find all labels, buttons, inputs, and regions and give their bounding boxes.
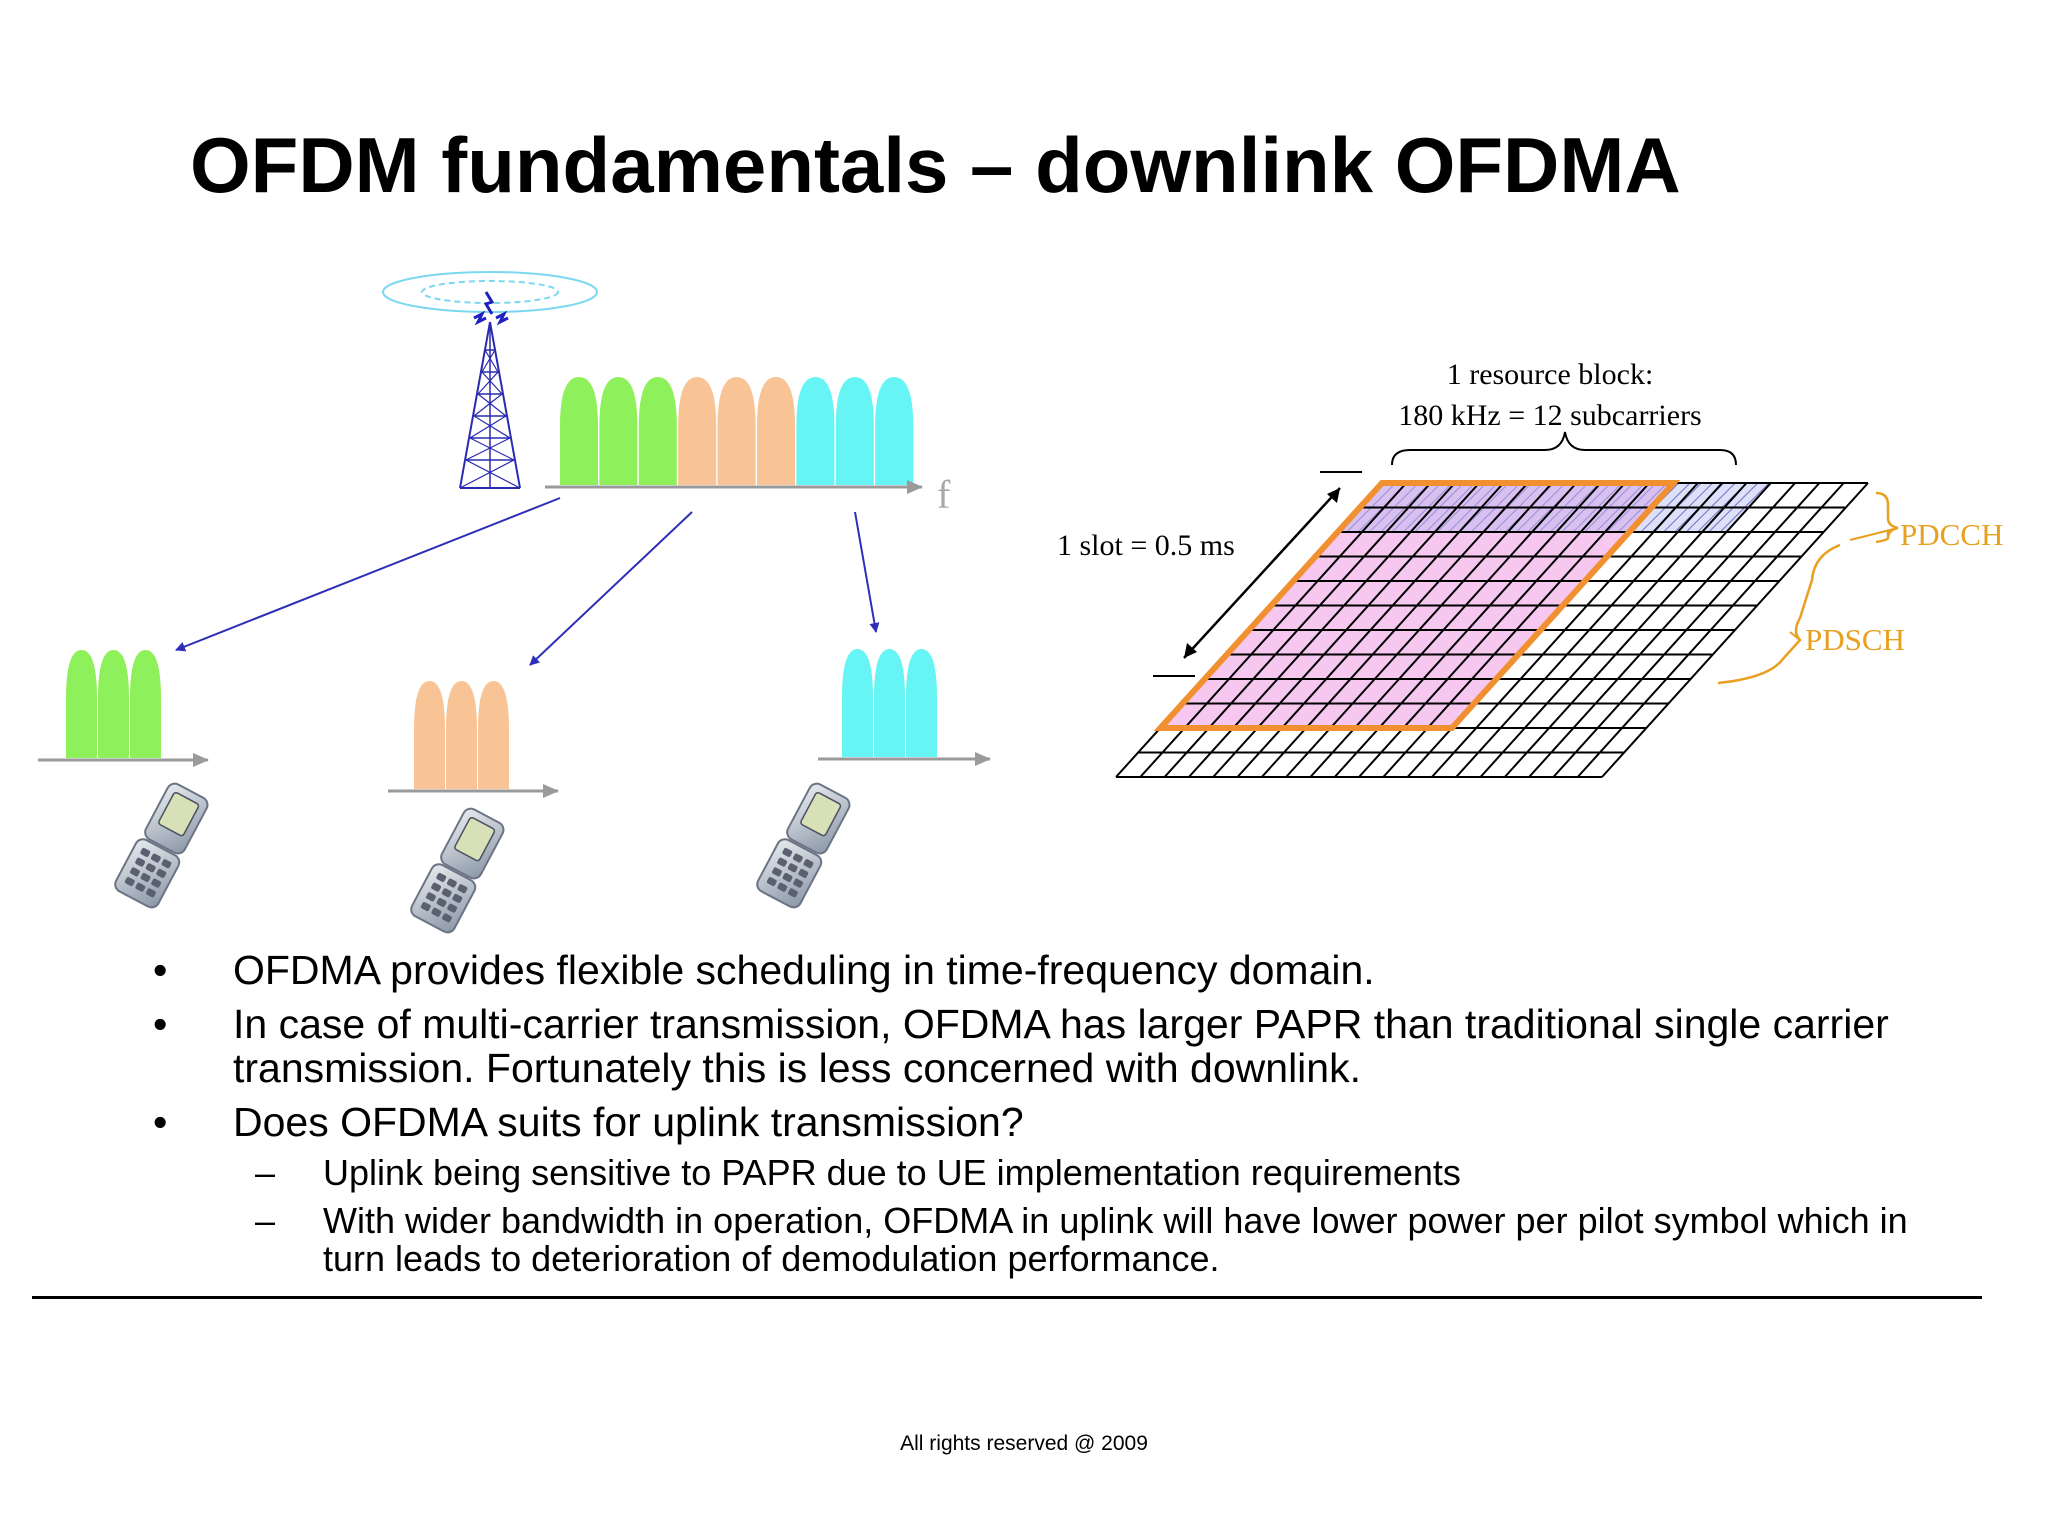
resource-block-brace — [1391, 431, 1737, 466]
slide-title: OFDM fundamentals – downlink OFDMA — [190, 121, 1681, 209]
bullet-text: Does OFDMA suits for uplink transmission… — [233, 1099, 1024, 1145]
ofdma-diagram: f 1 resource block: 180 kHz = 12 subcarr… — [38, 271, 2003, 934]
arrow-to-user-2 — [529, 511, 693, 666]
slot-arrow — [1183, 487, 1341, 659]
resource-block-label-line1: 1 resource block: — [1447, 358, 1654, 391]
user-subcarrier — [478, 681, 509, 789]
subcarrier — [835, 377, 874, 485]
bullet-list: • OFDMA provides flexible scheduling in t… — [145, 948, 1933, 1288]
user-subcarrier — [906, 649, 937, 757]
pdcch-label: PDCCH — [1900, 517, 2003, 552]
bullet-item: • In case of multi-carrier transmission, … — [145, 1002, 1933, 1090]
bullet-item: • OFDMA provides flexible scheduling in t… — [145, 948, 1933, 992]
subcarrier — [638, 377, 677, 485]
bullet-marker: • — [153, 1001, 168, 1047]
bullet-item: • Does OFDMA suits for uplink transmissio… — [145, 1100, 1933, 1144]
bullet-text: OFDMA provides flexible scheduling in ti… — [233, 947, 1375, 993]
resource-block-outline — [1153, 480, 1681, 731]
subcarrier — [875, 377, 914, 485]
pdsch-label: PDSCH — [1805, 622, 1905, 657]
subcarrier — [717, 377, 756, 485]
sub-bullet-text: Uplink being sensitive to PAPR due to UE… — [323, 1152, 1461, 1193]
arrow-to-user-3 — [854, 511, 880, 633]
resource-block-label-line2: 180 kHz = 12 subcarriers — [1398, 399, 1702, 432]
user-subcarrier — [446, 681, 477, 789]
pdcch-brace — [1875, 491, 1899, 544]
bullet-marker: • — [153, 947, 168, 993]
bullet-text: In case of multi-carrier transmission, O… — [233, 1001, 1889, 1091]
sub-bullet-text: With wider bandwidth in operation, OFDMA… — [323, 1200, 1908, 1279]
user-subcarrier — [130, 650, 161, 758]
user-subcarrier — [874, 649, 905, 757]
frequency-axis-label: f — [937, 472, 951, 517]
sub-bullet-marker: – — [255, 1200, 276, 1241]
user-spectra — [66, 649, 937, 789]
subcarrier — [599, 377, 638, 485]
spectrum-subcarriers — [560, 377, 914, 485]
user-subcarrier — [98, 650, 129, 758]
subcarrier — [560, 377, 598, 485]
pdcch-leader — [1849, 527, 1899, 541]
sub-bullet-item: – With wider bandwidth in operation, OFDM… — [145, 1202, 1933, 1278]
resource-grid — [1115, 480, 1869, 778]
slot-label: 1 slot = 0.5 ms — [1057, 529, 1235, 562]
subcarrier — [796, 377, 835, 485]
user-subcarrier — [842, 649, 873, 757]
arrow-to-user-1 — [175, 497, 561, 652]
bullet-marker: • — [153, 1099, 168, 1145]
sub-bullet-marker: – — [255, 1152, 276, 1193]
pdsch-brace — [1717, 543, 1841, 685]
sub-bullet-item: – Uplink being sensitive to PAPR due to U… — [145, 1154, 1933, 1192]
footer-copyright: All rights reserved @ 2009 — [900, 1432, 1148, 1455]
base-station-icon — [382, 271, 598, 489]
mobile-phone-icon — [756, 782, 851, 909]
user-subcarrier — [414, 681, 445, 789]
divider-line — [32, 1296, 1982, 1299]
user-subcarrier — [66, 650, 97, 758]
mobile-phone-icon — [410, 807, 505, 934]
mobile-phone-icon — [114, 782, 209, 909]
subcarrier — [678, 377, 717, 485]
subcarrier — [757, 377, 795, 485]
